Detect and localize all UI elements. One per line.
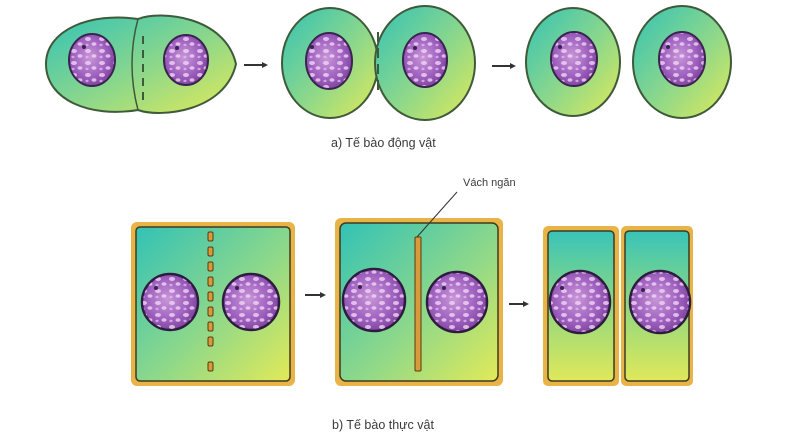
label-cell-wall: Vách ngăn — [463, 177, 516, 189]
nucleus-icon — [550, 31, 598, 87]
nucleus-icon — [402, 32, 448, 88]
cell-wall-partition — [414, 236, 422, 372]
nucleus-icon — [305, 32, 353, 90]
nucleus-icon — [163, 34, 209, 86]
nucleus-icon — [341, 267, 407, 333]
arrow-icon — [244, 62, 268, 68]
nucleus-icon — [548, 269, 612, 335]
plant-cell-stage-1 — [131, 222, 295, 386]
nucleus-icon — [68, 33, 116, 87]
animal-cell-stage-3 — [525, 5, 732, 119]
nucleus-icon — [658, 31, 706, 87]
arrow-icon — [305, 292, 326, 298]
arrow-icon — [509, 301, 529, 307]
nucleus-icon — [628, 269, 692, 335]
animal-cell-stage-1 — [44, 14, 238, 114]
nucleus-icon — [425, 270, 489, 334]
arrow-icon — [492, 63, 516, 69]
plant-cell-stage-3 — [543, 226, 693, 386]
cell-plate-vesicles — [207, 231, 214, 372]
animal-cell-stage-2 — [281, 5, 476, 121]
caption-plant-cell: b) Tế bào thực vật — [332, 418, 434, 432]
plant-cell-stage-2 — [335, 191, 503, 386]
nucleus-icon — [140, 272, 200, 332]
nucleus-icon — [221, 272, 281, 332]
annotation-leader-line — [416, 191, 458, 238]
caption-animal-cell: a) Tế bào động vật — [331, 136, 436, 150]
